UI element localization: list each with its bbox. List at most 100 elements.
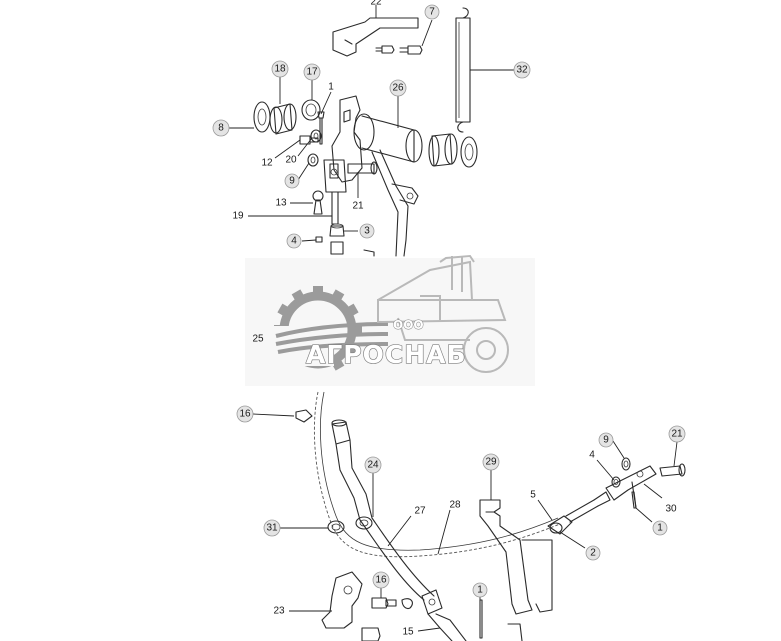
callout-5: 5 (530, 490, 536, 501)
fitting-15 (421, 589, 467, 641)
svg-text:21: 21 (671, 429, 683, 440)
cable-end-5 (547, 491, 611, 535)
clip-16-lower (401, 598, 413, 610)
callout-28: 28 (449, 500, 461, 511)
svg-text:20: 20 (285, 155, 297, 166)
watermark: ООО АГРОСНАБ (245, 254, 535, 386)
svg-text:26: 26 (392, 83, 404, 94)
svg-text:5: 5 (530, 490, 536, 501)
callout-16-lower: 16 (372, 571, 390, 589)
callout-13: 13 (275, 198, 287, 209)
svg-text:12: 12 (261, 158, 273, 169)
svg-text:23: 23 (273, 606, 285, 617)
pedal-arm-26 (331, 95, 423, 257)
callout-1-right: 1 (652, 520, 668, 536)
washer-9-lower (621, 457, 631, 471)
bolt-7 (399, 45, 423, 55)
callout-22-top: 22 (370, 0, 382, 8)
lower-cable-assembly (295, 391, 686, 641)
svg-text:3: 3 (364, 226, 370, 237)
svg-text:8: 8 (218, 123, 224, 134)
pin-1-upper (317, 111, 325, 145)
callout-24: 24 (364, 456, 382, 474)
callout-4-upper: 4 (286, 233, 302, 249)
callout-2: 2 (585, 545, 601, 561)
grommet-24 (355, 516, 373, 530)
callout-30: 30 (665, 504, 677, 515)
callout-4-lower: 4 (589, 450, 595, 461)
svg-text:1: 1 (657, 523, 663, 534)
svg-text:9: 9 (603, 435, 609, 446)
callout-25: 25 (252, 334, 264, 345)
callout-21-upper: 21 (352, 201, 364, 212)
svg-text:16: 16 (375, 575, 387, 586)
callout-18: 18 (271, 60, 289, 78)
grommet-31 (327, 520, 345, 534)
tube-27 (359, 517, 435, 601)
callout-21-lower: 21 (668, 425, 686, 443)
pin-12 (299, 135, 319, 145)
bolt-small (375, 45, 395, 54)
cable-28-inner (320, 391, 559, 551)
callout-16-top: 16 (236, 405, 254, 423)
callout-9-upper: 9 (284, 173, 300, 189)
svg-text:19: 19 (232, 211, 244, 222)
svg-text:15: 15 (402, 627, 414, 638)
bolt-bottom (361, 627, 381, 641)
callout-7: 7 (424, 4, 440, 20)
svg-text:4: 4 (589, 450, 595, 461)
callout-20: 20 (285, 155, 297, 166)
spring-32 (455, 7, 471, 133)
nut-4-lower (611, 476, 621, 488)
nut-3 (329, 223, 345, 237)
svg-text:17: 17 (306, 67, 318, 78)
clip-16-top (295, 409, 313, 423)
callout-27: 27 (414, 506, 426, 517)
callout-23: 23 (273, 606, 285, 617)
bracket-23 (321, 571, 363, 629)
svg-text:2: 2 (590, 548, 596, 559)
watermark-company-prefix: ООО (393, 318, 424, 332)
callout-19: 19 (232, 211, 244, 222)
svg-text:18: 18 (274, 64, 286, 75)
callout-31: 31 (263, 519, 281, 537)
watermark-company-name: АГРОСНАБ (306, 340, 467, 369)
callout-29: 29 (482, 453, 500, 471)
leader-lines (229, 5, 678, 632)
ball-joint-13 (312, 190, 324, 215)
harvester-icon (377, 254, 509, 373)
callout-17: 17 (303, 63, 321, 81)
callout-15: 15 (402, 627, 414, 638)
nut-4 (315, 236, 323, 243)
clevis-rod-19 (323, 159, 347, 225)
rod-stub (330, 241, 344, 255)
callout-12: 12 (261, 158, 273, 169)
callout-8: 8 (212, 119, 230, 137)
svg-text:27: 27 (414, 506, 426, 517)
svg-text:29: 29 (485, 457, 497, 468)
svg-text:4: 4 (291, 236, 297, 247)
tube-fitting (331, 419, 373, 521)
bolt-lower (371, 597, 397, 609)
svg-text:21: 21 (352, 201, 364, 212)
bracket-22 (332, 17, 419, 57)
bracket-29 (479, 499, 553, 641)
bushing-right (428, 133, 458, 167)
callout-9-lower: 9 (598, 432, 614, 448)
callout-32: 32 (513, 61, 531, 79)
cable-28 (313, 391, 561, 558)
callout-26: 26 (389, 79, 407, 97)
callout-1-lower: 1 (472, 582, 488, 598)
washer-right (460, 136, 478, 168)
svg-text:9: 9 (289, 176, 295, 187)
svg-text:25: 25 (252, 334, 264, 345)
nut-20 (310, 129, 322, 143)
callout-3: 3 (359, 223, 375, 239)
svg-text:1: 1 (328, 82, 334, 93)
svg-text:16: 16 (239, 409, 251, 420)
callout-1-upper: 1 (328, 82, 334, 93)
svg-text:13: 13 (275, 198, 287, 209)
pin-1-right (631, 491, 637, 509)
